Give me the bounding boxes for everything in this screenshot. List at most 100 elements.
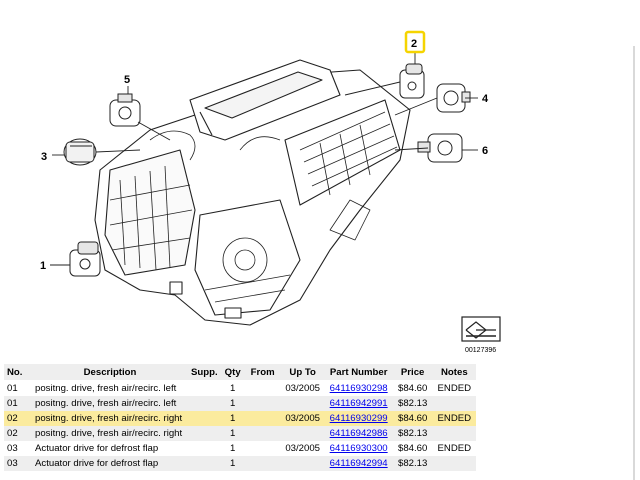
diagram-reference-icon: [461, 316, 501, 342]
cell-no: 02: [4, 426, 32, 441]
callout-2[interactable]: 2: [404, 30, 426, 54]
cell-qty: 1: [220, 456, 245, 471]
part-4-actuator[interactable]: [436, 83, 471, 113]
part-3-actuator[interactable]: [63, 138, 97, 166]
cell-price: $82.13: [392, 426, 433, 441]
cell-qty: 1: [220, 441, 245, 456]
table-row[interactable]: 01 positng. drive, fresh air/recirc. lef…: [4, 380, 476, 396]
cell-description: Actuator drive for defrost flap: [32, 456, 188, 471]
cell-part-number: 64116930298: [324, 380, 393, 396]
col-header-part-number: Part Number: [324, 364, 393, 381]
cell-no: 02: [4, 411, 32, 426]
cell-from: [244, 426, 281, 441]
right-divider: [633, 46, 635, 480]
cell-notes: [432, 396, 476, 411]
hvac-housing-illustration: [94, 59, 411, 326]
cell-upto: 03/2005: [280, 380, 325, 396]
cell-part-number: 64116942986: [324, 426, 393, 441]
part-number-link[interactable]: 64116930300: [329, 443, 388, 454]
callout-4-label: 4: [482, 93, 489, 105]
cell-notes: ENDED: [432, 441, 476, 456]
cell-part-number: 64116930300: [324, 441, 393, 456]
cell-notes: [432, 426, 476, 441]
leader-lines: [50, 52, 478, 266]
col-header-notes: Notes: [432, 364, 476, 381]
parts-table: No. Description Supp. Qty From Up To Par…: [4, 364, 476, 471]
cell-supp: [188, 380, 221, 396]
cell-upto: [280, 426, 325, 441]
cell-no: 01: [4, 396, 32, 411]
callout-5[interactable]: 5: [124, 74, 130, 86]
cell-supp: [188, 441, 221, 456]
table-row[interactable]: 03 Actuator drive for defrost flap 1 03/…: [4, 441, 476, 456]
cell-from: [244, 441, 281, 456]
col-header-description: Description: [32, 364, 188, 381]
cell-no: 03: [4, 441, 32, 456]
callout-6[interactable]: 6: [482, 145, 488, 157]
cell-upto: [280, 396, 325, 411]
part-number-link[interactable]: 64116930298: [329, 383, 388, 394]
cell-from: [244, 396, 281, 411]
cell-upto: [280, 456, 325, 471]
parts-diagram: 1 2 3 4 5 6 00127396: [40, 30, 501, 354]
cell-qty: 1: [220, 411, 245, 426]
part-6-actuator[interactable]: [417, 133, 463, 163]
table-row[interactable]: 02 positng. drive, fresh air/recirc. rig…: [4, 426, 476, 441]
cell-no: 03: [4, 456, 32, 471]
cell-qty: 1: [220, 426, 245, 441]
cell-from: [244, 380, 281, 396]
cell-qty: 1: [220, 396, 245, 411]
cell-supp: [188, 396, 221, 411]
col-header-qty: Qty: [220, 364, 245, 381]
col-header-price: Price: [392, 364, 433, 381]
part-2-actuator[interactable]: [399, 63, 425, 99]
table-row[interactable]: 01 positng. drive, fresh air/recirc. lef…: [4, 396, 476, 411]
callout-1-label: 1: [40, 260, 46, 272]
callout-5-label: 5: [124, 74, 130, 86]
cell-description: positng. drive, fresh air/recirc. right: [32, 411, 188, 426]
cell-notes: ENDED: [432, 380, 476, 396]
cell-supp: [188, 456, 221, 471]
cell-price: $82.13: [392, 396, 433, 411]
cell-supp: [188, 411, 221, 426]
part-number-link[interactable]: 64116942991: [329, 398, 388, 409]
cell-from: [244, 456, 281, 471]
part-number-link[interactable]: 64116942986: [329, 428, 388, 439]
cell-no: 01: [4, 380, 32, 396]
part-number-link[interactable]: 64116930299: [329, 413, 388, 424]
cell-part-number: 64116942994: [324, 456, 393, 471]
table-row-selected[interactable]: 02 positng. drive, fresh air/recirc. rig…: [4, 411, 476, 426]
col-header-no: No.: [4, 364, 32, 381]
cell-notes: [432, 456, 476, 471]
cell-description: positng. drive, fresh air/recirc. left: [32, 396, 188, 411]
cell-upto: 03/2005: [280, 441, 325, 456]
diagram-number: 00127396: [465, 347, 496, 354]
callout-6-label: 6: [482, 145, 488, 157]
callout-1[interactable]: 1: [40, 260, 46, 272]
callout-2-highlight: [404, 30, 426, 54]
cell-description: positng. drive, fresh air/recirc. right: [32, 426, 188, 441]
cell-notes: ENDED: [432, 411, 476, 426]
col-header-supp: Supp.: [188, 364, 221, 381]
part-number-link[interactable]: 64116942994: [329, 458, 388, 469]
cell-price: $84.60: [392, 441, 433, 456]
part-1-actuator[interactable]: [69, 241, 101, 277]
table-row[interactable]: 03 Actuator drive for defrost flap 1 641…: [4, 456, 476, 471]
part-5-actuator[interactable]: [109, 93, 141, 127]
cell-description: Actuator drive for defrost flap: [32, 441, 188, 456]
cell-upto: 03/2005: [280, 411, 325, 426]
cell-qty: 1: [220, 380, 245, 396]
callout-3-label: 3: [41, 151, 47, 163]
col-header-from: From: [244, 364, 281, 381]
cell-from: [244, 411, 281, 426]
col-header-upto: Up To: [280, 364, 325, 381]
cell-price: $84.60: [392, 411, 433, 426]
cell-part-number: 64116930299: [324, 411, 393, 426]
table-header-row: No. Description Supp. Qty From Up To Par…: [4, 364, 476, 381]
callout-4[interactable]: 4: [482, 93, 489, 105]
callout-3[interactable]: 3: [41, 151, 47, 163]
cell-price: $82.13: [392, 456, 433, 471]
cell-description: positng. drive, fresh air/recirc. left: [32, 380, 188, 396]
cell-supp: [188, 426, 221, 441]
cell-price: $84.60: [392, 380, 433, 396]
